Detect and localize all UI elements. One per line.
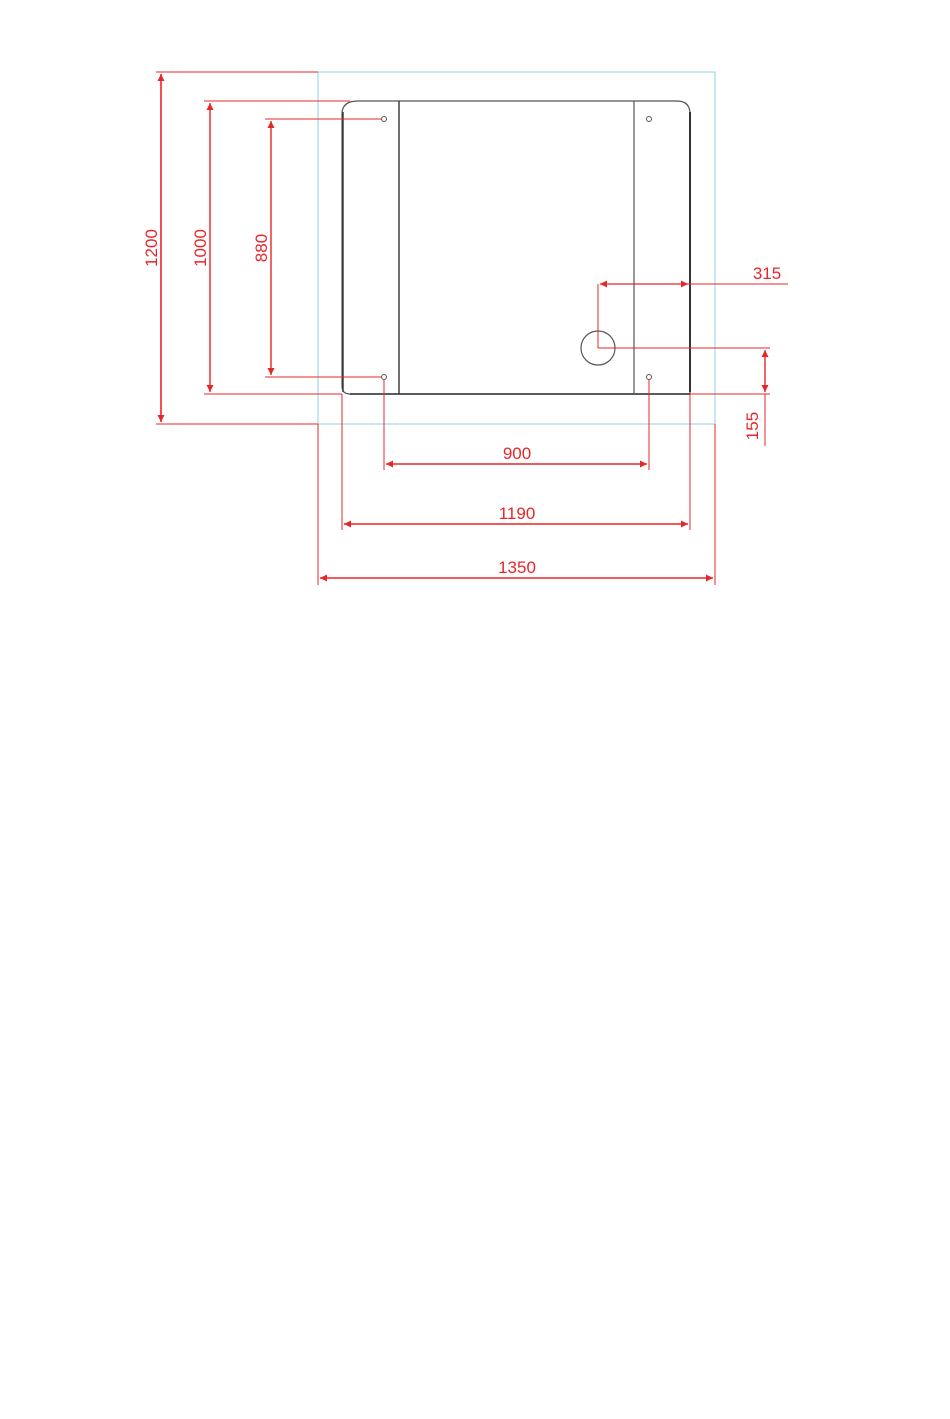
installation-envelope <box>318 72 715 424</box>
dim-label-1200: 1200 <box>142 229 161 267</box>
dim-label-1190: 1190 <box>499 504 536 523</box>
foot-bottom-right <box>647 375 652 380</box>
dimension-lines <box>156 72 788 585</box>
dim-label-315: 315 <box>753 264 781 283</box>
dim-label-1000: 1000 <box>191 229 210 267</box>
dim-label-1350: 1350 <box>498 558 536 577</box>
foot-top-right <box>647 117 652 122</box>
dim-label-900: 900 <box>503 444 531 463</box>
foot-bottom-left <box>382 375 387 380</box>
foot-top-left <box>382 117 387 122</box>
dim-label-880: 880 <box>252 234 271 262</box>
dim-label-155: 155 <box>743 412 762 440</box>
tray-outline <box>342 101 690 394</box>
